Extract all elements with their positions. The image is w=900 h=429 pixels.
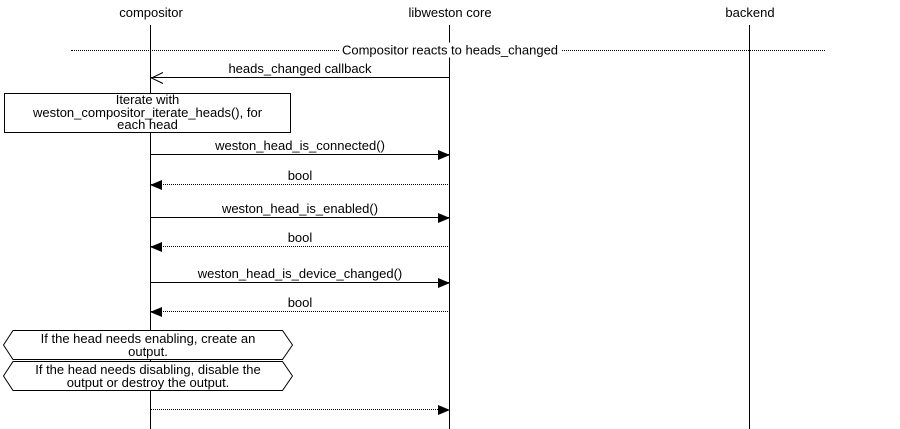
- message-weston-head-is-connected: weston_head_is_connected(): [150, 138, 450, 160]
- filled-arrowhead-left-icon: [150, 307, 162, 317]
- divider-title: Compositor reacts to heads_changed: [338, 42, 562, 58]
- lifeline-compositor: [150, 25, 151, 429]
- participant-label-libweston-core: libweston core: [408, 5, 492, 20]
- open-arrowhead-left-icon: [150, 72, 164, 84]
- note-text: If the head needs enabling, create an ou…: [40, 331, 256, 359]
- filled-arrowhead-right-icon: [438, 405, 450, 415]
- filled-arrowhead-right-icon: [438, 150, 450, 160]
- lifeline-libweston-core: [449, 25, 450, 429]
- message-label: bool: [287, 168, 313, 183]
- message-label: heads_changed callback: [228, 61, 372, 76]
- filled-arrowhead-right-icon: [438, 213, 450, 223]
- note-iterate-heads: Iterate with weston_compositor_iterate_h…: [4, 93, 291, 133]
- note-text: If the head needs disabling, disable the…: [35, 362, 261, 390]
- message-line: [150, 409, 450, 410]
- hexagon-shape: [3, 330, 293, 360]
- participant-label-backend: backend: [725, 5, 775, 20]
- message-label: weston_head_is_enabled(): [221, 201, 379, 216]
- message-line: [150, 77, 450, 78]
- message-return-bool-1: bool: [150, 168, 450, 190]
- message-line: [150, 311, 450, 312]
- filled-arrowhead-left-icon: [150, 180, 162, 190]
- message-heads-changed-callback: heads_changed callback: [150, 61, 450, 84]
- message-return-bool-3: bool: [150, 295, 450, 317]
- message-label: bool: [287, 230, 313, 245]
- message-unlabeled-return: [150, 393, 450, 415]
- participant-label-compositor: compositor: [119, 5, 183, 20]
- message-label: weston_head_is_device_changed(): [197, 266, 403, 281]
- message-line: [150, 154, 450, 155]
- message-line: [150, 217, 450, 218]
- hexagon-shape: [3, 361, 293, 391]
- filled-arrowhead-right-icon: [438, 278, 450, 288]
- message-weston-head-is-device-changed: weston_head_is_device_changed(): [150, 266, 450, 288]
- message-line: [150, 184, 450, 185]
- lifeline-backend: [749, 25, 750, 429]
- note-head-enabling: If the head needs enabling, create an ou…: [3, 330, 293, 360]
- note-text: Iterate with weston_compositor_iterate_h…: [32, 92, 263, 133]
- message-weston-head-is-enabled: weston_head_is_enabled(): [150, 201, 450, 223]
- filled-arrowhead-left-icon: [150, 242, 162, 252]
- message-return-bool-2: bool: [150, 230, 450, 252]
- note-head-disabling: If the head needs disabling, disable the…: [3, 361, 293, 391]
- message-line: [150, 246, 450, 247]
- message-label: weston_head_is_connected(): [215, 138, 385, 153]
- message-label: bool: [287, 295, 313, 310]
- message-line: [150, 282, 450, 283]
